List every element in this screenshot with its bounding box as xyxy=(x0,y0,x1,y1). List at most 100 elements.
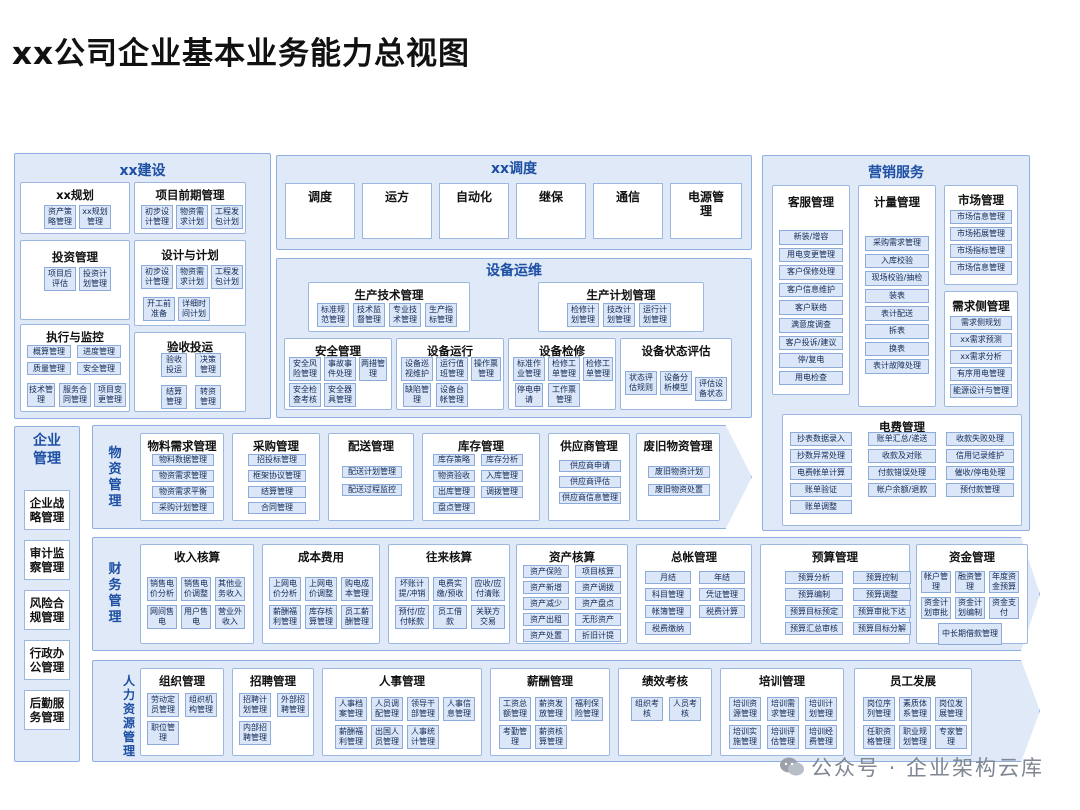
cell[interactable]: 折旧计提 xyxy=(575,629,621,642)
cell[interactable]: 安全器具管理 xyxy=(324,383,356,407)
cell[interactable]: 人员考核 xyxy=(669,697,701,721)
cell[interactable]: 初步设计管理 xyxy=(141,265,173,289)
cell[interactable]: 供应商信息管理 xyxy=(559,492,621,504)
cell[interactable]: 工资总额管理 xyxy=(499,697,531,721)
cell[interactable]: 培训评估管理 xyxy=(767,725,799,749)
cell[interactable]: 资产减少 xyxy=(523,597,569,610)
cell[interactable]: 项目后评估 xyxy=(44,267,76,291)
cell[interactable]: 劳动定员管理 xyxy=(147,693,179,717)
billing-item[interactable]: 账单汇总/递送 xyxy=(868,432,936,446)
tab-protection[interactable]: 继保 xyxy=(516,183,586,239)
cell[interactable]: 物资需求管理 xyxy=(152,470,214,482)
cell[interactable]: 配送过程监控 xyxy=(342,484,402,496)
list-item[interactable]: 客户保修处理 xyxy=(779,265,843,280)
billing-item[interactable]: 收款及对账 xyxy=(868,449,936,463)
cell[interactable]: 预算分析 xyxy=(785,571,843,584)
cell[interactable]: 薪酬福利管理 xyxy=(335,725,367,749)
list-item[interactable]: 用电检查 xyxy=(779,370,843,386)
cell[interactable]: 进度管理 xyxy=(77,345,121,358)
cell[interactable]: 转资管理 xyxy=(195,385,221,409)
list-item[interactable]: 装表 xyxy=(865,288,929,304)
cell[interactable]: 年度资金预算 xyxy=(989,571,1019,593)
cell[interactable]: 帐户管理 xyxy=(921,571,951,593)
cell[interactable]: 预付/应付帐款 xyxy=(395,605,429,629)
list-item[interactable]: 新装/增容 xyxy=(779,230,843,245)
cell[interactable]: 购电成本管理 xyxy=(341,577,373,601)
cell[interactable]: 物料数据管理 xyxy=(152,454,214,466)
cell[interactable]: 薪资发放管理 xyxy=(535,697,567,721)
cell[interactable]: 考勤管理 xyxy=(499,725,531,749)
cell[interactable]: 凭证管理 xyxy=(699,588,745,601)
cell[interactable]: 员工薪酬管理 xyxy=(341,605,373,629)
cell[interactable]: 税费缴纳 xyxy=(645,622,691,635)
cell[interactable]: 结算管理 xyxy=(161,385,187,409)
cell[interactable]: xx规划管理 xyxy=(79,205,111,229)
cell[interactable]: 岗位发展管理 xyxy=(935,697,967,721)
cell[interactable]: 合同管理 xyxy=(248,502,306,514)
cell[interactable]: 资产盘点 xyxy=(575,597,621,610)
cell[interactable]: 培训经费管理 xyxy=(805,725,837,749)
cell[interactable]: 上网电价分析 xyxy=(269,577,301,601)
cell[interactable]: 质量管理 xyxy=(27,362,71,375)
billing-item[interactable]: 抄表数据录入 xyxy=(790,432,852,446)
cell[interactable]: 资产处置 xyxy=(523,629,569,642)
cell[interactable]: 预算审批下达 xyxy=(853,605,911,618)
list-item[interactable]: 需求侧规划 xyxy=(950,316,1012,330)
cell[interactable]: 用户售电 xyxy=(181,605,211,629)
cell[interactable]: 融资管理 xyxy=(955,571,985,593)
cell[interactable]: 资产出租 xyxy=(523,613,569,626)
cell[interactable]: 工程发包计划 xyxy=(211,265,243,289)
cell[interactable]: 缺陷管理 xyxy=(403,383,431,407)
list-item[interactable]: 表计配送 xyxy=(865,306,929,321)
cell[interactable]: 电费实缴/预收 xyxy=(433,577,467,601)
list-item[interactable]: 客户信息维护 xyxy=(779,282,843,298)
cell[interactable]: 专家管理 xyxy=(935,725,967,749)
cell[interactable]: 福利保险管理 xyxy=(571,697,603,721)
cell[interactable]: 预算目标预定 xyxy=(785,605,843,618)
cell[interactable]: 职业规划管理 xyxy=(899,725,931,749)
cell[interactable]: 供应商申请 xyxy=(559,460,621,472)
cell[interactable]: 培训计划管理 xyxy=(805,697,837,721)
cell[interactable]: 出库管理 xyxy=(433,486,475,498)
tab-communication[interactable]: 通信 xyxy=(593,183,663,239)
cell[interactable]: 预算编制 xyxy=(785,588,843,601)
cell[interactable]: 坏账计提/冲销 xyxy=(395,577,429,601)
cell[interactable]: 人事统计管理 xyxy=(407,725,439,749)
cell[interactable]: 薪酬福利管理 xyxy=(269,605,301,629)
cell[interactable]: 培训资源管理 xyxy=(729,697,761,721)
tab-admin[interactable]: 行政办公管理 xyxy=(24,640,70,680)
cell[interactable]: 库存策略 xyxy=(433,454,475,466)
tab-risk[interactable]: 风险合规管理 xyxy=(24,590,70,630)
cell[interactable]: 框架协议管理 xyxy=(248,470,306,482)
list-item[interactable]: 满意度调查 xyxy=(779,318,843,333)
cell[interactable]: 标准规范管理 xyxy=(317,303,349,327)
cell[interactable]: 技术管理 xyxy=(27,383,55,407)
list-item[interactable]: 采购需求管理 xyxy=(865,236,929,251)
cell[interactable]: 技改计划管理 xyxy=(603,303,635,327)
cell[interactable]: 结算管理 xyxy=(248,486,306,498)
cell[interactable]: 组织考核 xyxy=(631,697,663,721)
cell[interactable]: 培训实施管理 xyxy=(729,725,761,749)
cell[interactable]: 开工前准备 xyxy=(143,297,175,321)
cell[interactable]: 详细时间计划 xyxy=(178,297,210,321)
cell[interactable]: 内部招聘管理 xyxy=(239,721,271,745)
cell[interactable]: 检修工单管理 xyxy=(583,357,613,381)
cell[interactable]: 初步设计管理 xyxy=(141,205,173,229)
cell[interactable]: 人事档案管理 xyxy=(335,697,367,721)
cell[interactable]: 资金计划编制 xyxy=(955,597,985,619)
list-item[interactable]: 表计故障处理 xyxy=(865,359,929,374)
cell[interactable]: 废旧物资处置 xyxy=(648,484,710,496)
cell[interactable]: 上网电价调整 xyxy=(305,577,337,601)
list-item[interactable]: 市场指标管理 xyxy=(950,244,1012,258)
cell[interactable]: 资金支付 xyxy=(989,597,1019,619)
cell[interactable]: 物资需求计划 xyxy=(176,265,208,289)
cell[interactable]: 销售电价调整 xyxy=(181,577,211,601)
cell[interactable]: 税费计算 xyxy=(699,605,745,618)
billing-item[interactable]: 电费帐单计算 xyxy=(790,466,852,480)
cell[interactable]: 预算调整 xyxy=(853,588,911,601)
cell[interactable]: 人员调配管理 xyxy=(371,697,403,721)
cell[interactable]: 无形资产 xyxy=(575,613,621,626)
cell[interactable]: 安全检查考核 xyxy=(289,383,321,407)
cell[interactable]: 生产指标管理 xyxy=(425,303,457,327)
cell[interactable]: 工作票管理 xyxy=(548,383,580,407)
